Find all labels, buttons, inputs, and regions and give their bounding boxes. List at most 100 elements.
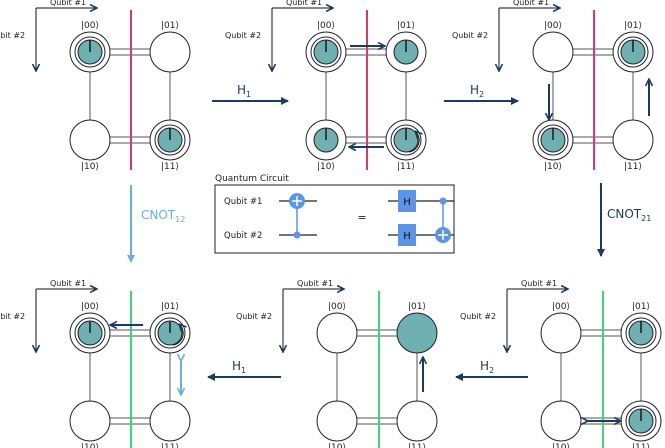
- state-label-s01: |01⟩: [397, 21, 415, 31]
- x-axis-label: Qubit #1: [297, 279, 333, 288]
- operation-label: H1: [237, 83, 251, 99]
- amplitude-circle-s11: [149, 400, 191, 442]
- x-axis-label: Qubit #1: [286, 0, 322, 7]
- h-gate-label: H: [403, 197, 411, 208]
- operation-label: H1: [232, 359, 246, 375]
- phase-rotation-arrow: [408, 132, 419, 153]
- amplitude-circle-s10: [69, 400, 111, 442]
- inner-ring-s11: [390, 124, 422, 156]
- state-label-s00: |00⟩: [552, 302, 570, 312]
- amplitude-circle-s11: [396, 400, 438, 442]
- state-label-s10: |10⟩: [81, 162, 99, 172]
- inner-ring-s01: [617, 36, 649, 68]
- amplitude-circle-s10: [316, 400, 358, 442]
- amplitude-circle-s00: [540, 312, 582, 354]
- operation-label: H2: [470, 83, 484, 99]
- operation-name: H: [470, 83, 479, 97]
- amplitude-circle-s00: [532, 31, 574, 73]
- state-label-s01: |01⟩: [624, 21, 642, 31]
- inner-ring-s11: [625, 405, 657, 437]
- y-axis-label: Qubit #2: [460, 312, 496, 321]
- inner-ring-s00: [74, 317, 106, 349]
- frame-mask: [454, 186, 505, 252]
- inner-ring-s01: [625, 317, 657, 349]
- panel-state-4: Qubit #1 Qubit #2 |00⟩ |01⟩ |10⟩ |11⟩: [0, 279, 191, 448]
- x-axis-label: Qubit #1: [50, 0, 86, 7]
- state-label-s11: |11⟩: [624, 162, 642, 172]
- y-axis-label: Qubit #2: [452, 31, 488, 40]
- inner-ring-s10: [537, 124, 569, 156]
- y-axis-label: Qubit #2: [0, 31, 25, 40]
- circuit-title: Quantum Circuit: [215, 174, 289, 184]
- circuit-qubit2-label: Qubit #2: [224, 231, 262, 241]
- operation-name: H: [232, 359, 241, 373]
- amplitude-circle-s01: [149, 31, 191, 73]
- cnot-control-left: [293, 231, 301, 239]
- cnot-control-right: [439, 197, 447, 205]
- state-label-s10: |10⟩: [328, 443, 346, 448]
- state-label-s10: |10⟩: [81, 443, 99, 448]
- amplitude-circle-s01: [396, 312, 438, 354]
- amplitude-circle-s10: [69, 119, 111, 161]
- state-label-s00: |00⟩: [81, 21, 99, 31]
- amplitude-circle-s11: [612, 119, 654, 161]
- operation-label: CNOT21: [607, 207, 651, 223]
- state-label-s01: |01⟩: [632, 302, 650, 312]
- y-axis-label: Qubit #2: [236, 312, 272, 321]
- y-axis-label: Qubit #2: [0, 312, 25, 321]
- x-axis-label: Qubit #1: [521, 279, 557, 288]
- inner-ring-s01: [154, 317, 186, 349]
- operation-h2: H2: [444, 83, 519, 105]
- state-label-s00: |00⟩: [328, 302, 346, 312]
- state-label-s00: |00⟩: [317, 21, 335, 31]
- operation-name: CNOT: [141, 208, 176, 222]
- inner-ring-s00: [74, 36, 106, 68]
- operation-name: H: [237, 83, 246, 97]
- operation-cnot21: CNOT21: [597, 183, 651, 257]
- operation-name: CNOT: [607, 207, 642, 221]
- operation-subscript: 2: [479, 90, 484, 99]
- operation-name: H: [480, 359, 489, 373]
- h-gate: [398, 224, 416, 246]
- operation-h2: H2: [455, 359, 528, 381]
- operation-cnot12: CNOT12: [127, 185, 185, 263]
- operation-subscript: 1: [241, 366, 246, 375]
- panel-state-5: Qubit #1 Qubit #2 |00⟩ |01⟩ |10⟩ |11⟩: [236, 279, 438, 448]
- state-label-s11: |11⟩: [632, 443, 650, 448]
- state-label-s11: |11⟩: [161, 443, 179, 448]
- x-axis-label: Qubit #1: [50, 279, 86, 288]
- state-label-s00: |00⟩: [544, 21, 562, 31]
- amplitude-circle-s00: [316, 312, 358, 354]
- operation-subscript: 12: [175, 215, 185, 224]
- operation-h1: H1: [212, 83, 289, 105]
- inner-ring-s00: [310, 36, 342, 68]
- operation-subscript: 2: [489, 366, 494, 375]
- state-label-s11: |11⟩: [161, 162, 179, 172]
- h-gate: [398, 190, 416, 212]
- state-label-s11: |11⟩: [408, 443, 426, 448]
- operation-h1: H1: [207, 359, 281, 381]
- operation-subscript: 1: [246, 90, 251, 99]
- circuit-frame: [214, 184, 455, 254]
- h-gate-label: H: [403, 231, 411, 242]
- state-label-s01: |01⟩: [408, 302, 426, 312]
- operation-subscript: 21: [641, 214, 651, 223]
- state-label-s00: |00⟩: [81, 302, 99, 312]
- panel-state-1: Qubit #1 Qubit #2 |00⟩ |01⟩ |10⟩ |11⟩: [0, 0, 191, 172]
- amplitude-circle-s10: [540, 400, 582, 442]
- panel-state-6: Qubit #1 Qubit #2 |00⟩ |01⟩ |10⟩ |11⟩: [460, 279, 662, 448]
- state-label-s10: |10⟩: [317, 162, 335, 172]
- operation-label: CNOT12: [141, 208, 185, 224]
- circuit-qubit1-label: Qubit #1: [224, 197, 262, 207]
- state-label-s01: |01⟩: [161, 302, 179, 312]
- equals-sign: =: [357, 211, 366, 224]
- x-axis-label: Qubit #1: [513, 0, 549, 7]
- state-label-s10: |10⟩: [552, 443, 570, 448]
- inner-ring-s11: [154, 124, 186, 156]
- state-label-s10: |10⟩: [544, 162, 562, 172]
- panel-state-3: Qubit #1 Qubit #2 |00⟩ |01⟩ |10⟩ |11⟩: [452, 0, 654, 172]
- state-label-s11: |11⟩: [397, 162, 415, 172]
- state-label-s01: |01⟩: [161, 21, 179, 31]
